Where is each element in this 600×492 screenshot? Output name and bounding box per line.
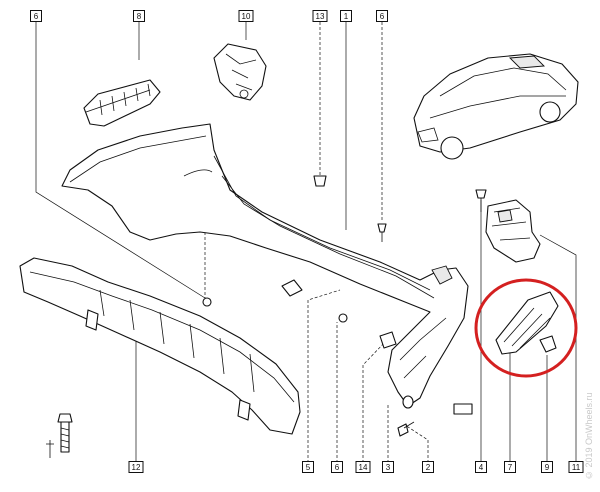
fasteners: [202, 175, 487, 437]
callout-label-text: 10: [242, 12, 251, 21]
callout-6: 6: [376, 10, 388, 22]
callout-7: 7: [504, 461, 516, 473]
callout-label-text: 11: [572, 463, 581, 472]
callout-6: 6: [331, 461, 343, 473]
leader-lines: [35, 22, 577, 463]
callout-9: 9: [541, 461, 553, 473]
callout-label-text: 1: [344, 12, 349, 21]
callout-label-text: 7: [508, 463, 513, 472]
callout-10: 10: [238, 10, 254, 22]
callout-label-text: 4: [479, 463, 484, 472]
callout-14: 14: [355, 461, 371, 473]
part-7-bracket: [495, 291, 559, 355]
part-8-bracket: [83, 79, 161, 127]
part-12-beam: [19, 257, 301, 435]
callout-4: 4: [475, 461, 487, 473]
callout-label-text: 2: [426, 463, 431, 472]
callout-6: 6: [30, 10, 42, 22]
callout-3: 3: [382, 461, 394, 473]
callout-2: 2: [422, 461, 434, 473]
callout-11: 11: [568, 461, 584, 473]
callout-13: 13: [312, 10, 328, 22]
callout-8: 8: [133, 10, 145, 22]
callout-label-text: 12: [132, 463, 141, 472]
part-11-bracket: [485, 199, 541, 263]
callout-label-text: 13: [316, 12, 325, 21]
callout-label-text: 3: [386, 463, 391, 472]
callout-label-text: 6: [380, 12, 385, 21]
callout-5: 5: [302, 461, 314, 473]
callout-label-text: 9: [545, 463, 550, 472]
part-1-bumper-cover: [61, 123, 469, 407]
bolt-detail: [46, 413, 73, 458]
part-10-bracket: [213, 43, 267, 101]
watermark: © 2019 OnWheels.ru: [584, 392, 594, 480]
callout-1: 1: [340, 10, 352, 22]
callout-label-text: 8: [137, 12, 142, 21]
callout-12: 12: [128, 461, 144, 473]
highlight-circle: [474, 278, 578, 378]
callout-label-text: 5: [306, 463, 311, 472]
callout-label-text: 6: [335, 463, 340, 472]
callout-label-text: 6: [34, 12, 39, 21]
callout-label-text: 14: [359, 463, 368, 472]
car-illustration: [413, 53, 579, 160]
